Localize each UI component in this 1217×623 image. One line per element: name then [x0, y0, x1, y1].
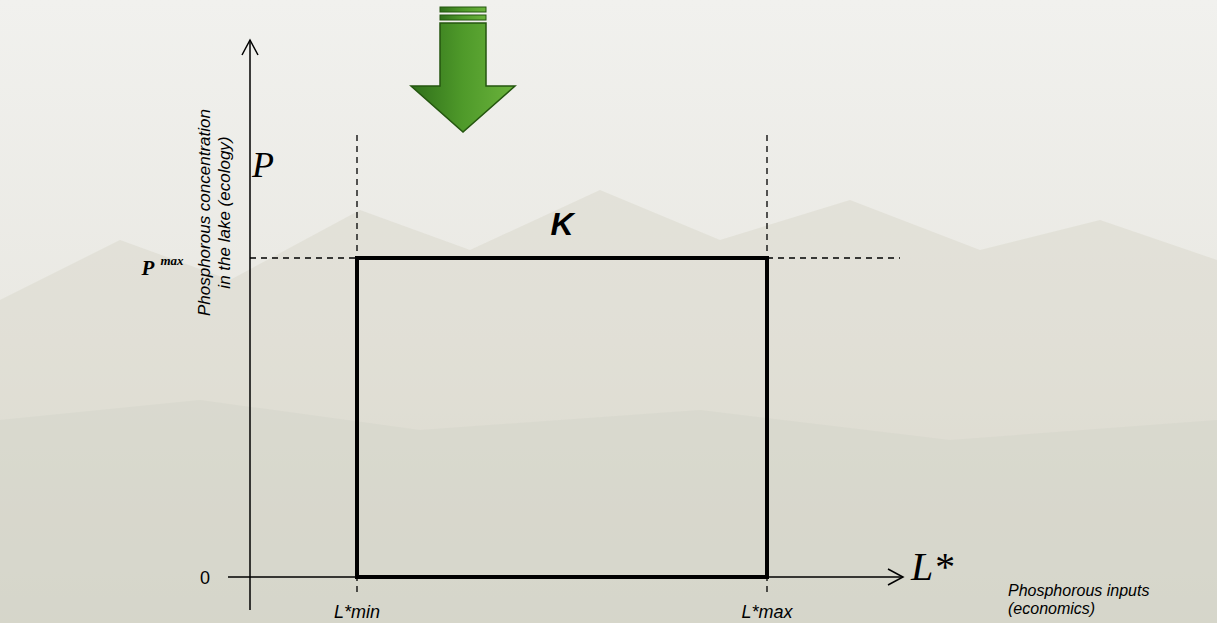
pmax-symbol: P — [142, 256, 155, 280]
y-axis-symbol: P — [252, 145, 274, 186]
lmax-tick: L*max — [742, 602, 793, 623]
pmax-superscript: max — [161, 254, 184, 269]
y-axis-title: Phosphorous concentration in the lake (e… — [195, 104, 234, 320]
faded-mountains — [0, 190, 1217, 623]
dashed-guides — [250, 135, 900, 596]
x-axis-title: Phosphorous inputs (economics) — [1008, 582, 1173, 619]
feasible-set-box: K — [355, 256, 769, 579]
region-label: K — [550, 207, 573, 242]
origin-value: 0 — [200, 568, 210, 589]
green-down-arrow — [411, 7, 515, 132]
lmin-tick: L*min — [334, 602, 380, 623]
axes — [228, 40, 903, 610]
x-axis-symbol: L* — [911, 544, 953, 590]
faded-lake — [0, 400, 1217, 623]
